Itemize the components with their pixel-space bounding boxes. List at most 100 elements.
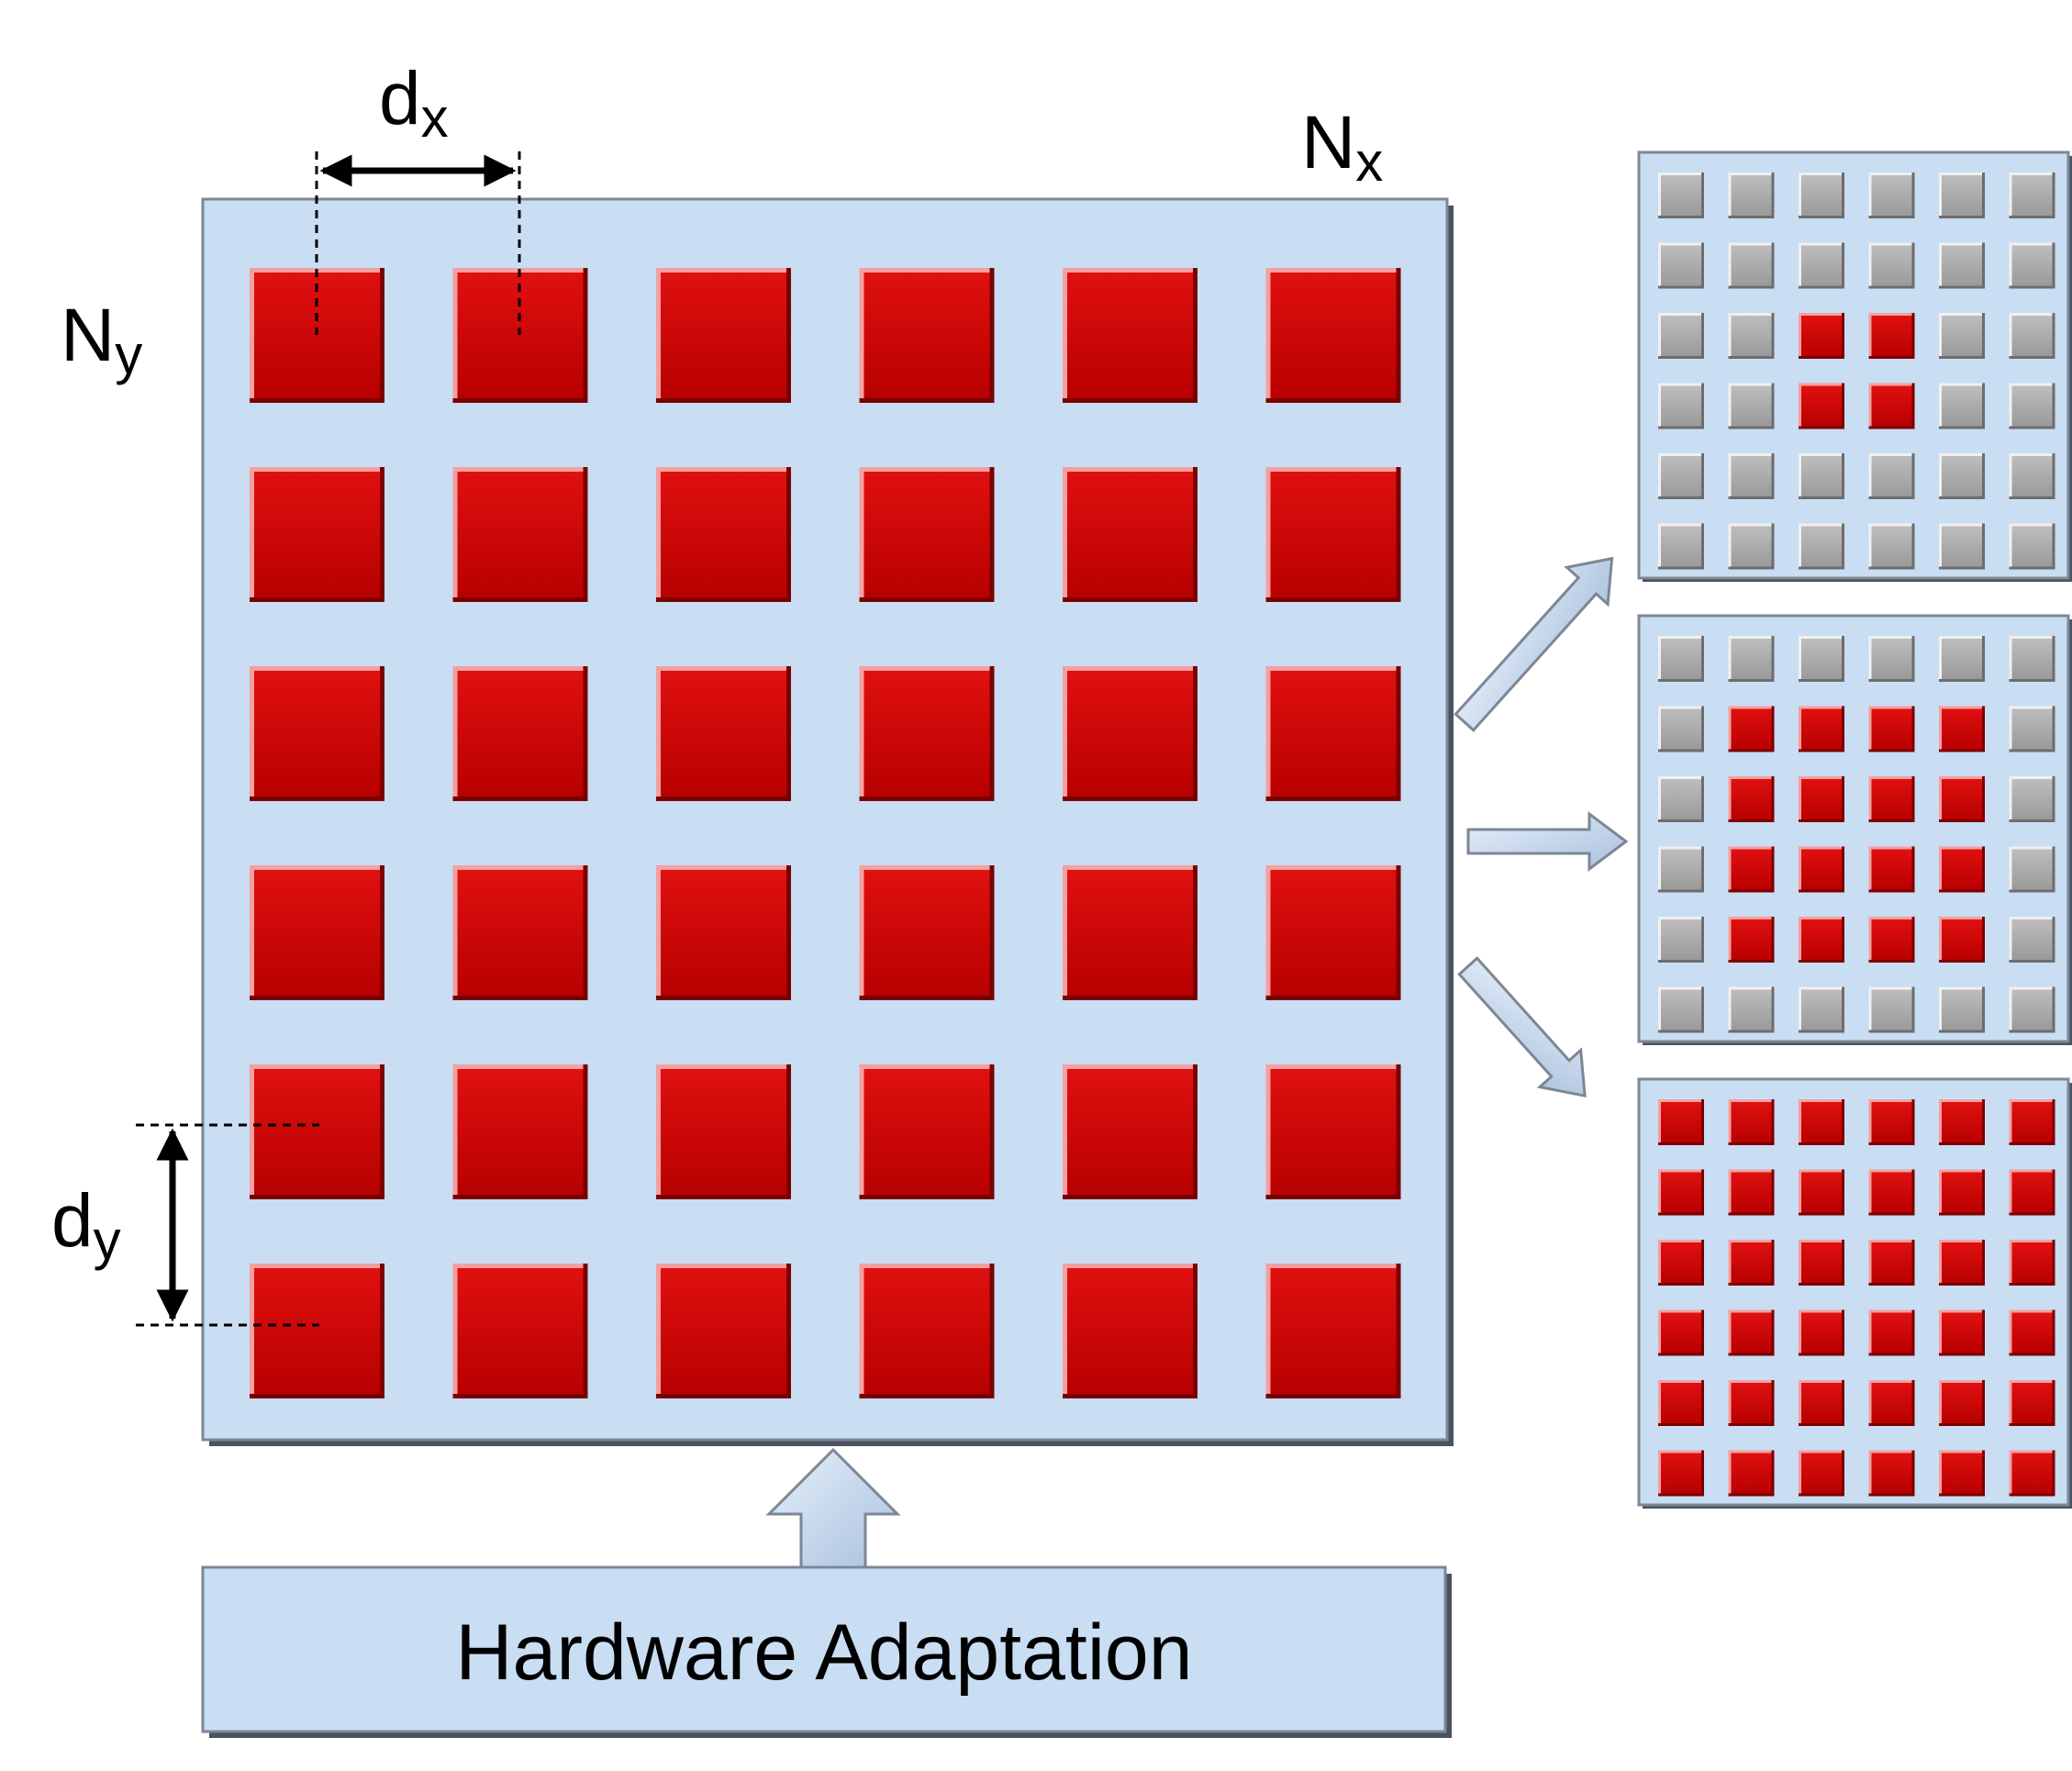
subarray-element-inactive xyxy=(2009,636,2055,682)
subarray-element-inactive-face xyxy=(1942,245,1982,286)
main-array xyxy=(201,197,1454,1446)
subarray-element-inactive-face xyxy=(2011,385,2053,427)
dx-annotation: dx xyxy=(315,57,521,335)
subarray-element-inactive xyxy=(1799,636,1844,682)
subarray-element-active xyxy=(1658,1099,1704,1145)
subarray-1 xyxy=(1637,150,2072,582)
array-element-face xyxy=(863,273,990,398)
subarrays xyxy=(1637,150,2072,1509)
subarray-element-active xyxy=(1799,1450,1844,1497)
subarray-element-active-face xyxy=(1871,1102,1912,1142)
subarray-element-inactive-face xyxy=(1871,175,1912,216)
arrow-3-shape xyxy=(1457,956,1587,1098)
subarray-element-active-face xyxy=(1871,779,1912,819)
array-element-face xyxy=(457,472,584,597)
subarray-element-active xyxy=(1868,1450,1915,1497)
array-element xyxy=(859,1264,995,1398)
array-element xyxy=(1265,666,1401,801)
array-element xyxy=(656,1264,791,1398)
subarray-element-inactive xyxy=(2009,523,2055,570)
subarray-element-active xyxy=(1939,706,1985,752)
subarray-element-inactive-face xyxy=(2011,456,2053,496)
subarray-element-inactive-face xyxy=(1942,456,1982,496)
subarray-element-active-face xyxy=(1731,1312,1772,1353)
dy-label: dy xyxy=(51,1179,121,1271)
array-element-face xyxy=(1067,1069,1193,1195)
subarray-element-active-face xyxy=(1871,1242,1912,1283)
subarray-element-inactive xyxy=(2009,173,2055,218)
subarray-element-active-face xyxy=(1801,708,1842,750)
array-element-face xyxy=(1270,671,1397,796)
subarray-element-active xyxy=(1799,1240,1844,1286)
subarray-element-active xyxy=(1728,1240,1775,1286)
subarray-element-inactive xyxy=(2009,846,2055,893)
array-element xyxy=(1265,1264,1401,1398)
array-element-face xyxy=(457,671,584,796)
subarray-element-inactive xyxy=(1939,453,1985,499)
array-element xyxy=(250,666,384,801)
array-element xyxy=(452,467,588,602)
array-element xyxy=(1063,467,1198,602)
array-element-face xyxy=(457,870,584,996)
subarray-element-inactive xyxy=(1658,846,1704,893)
subarray-3 xyxy=(1637,1077,2072,1509)
subarray-element-active xyxy=(1799,1309,1844,1356)
array-element xyxy=(1265,1064,1401,1199)
array-element xyxy=(452,865,588,1000)
subarray-element-inactive-face xyxy=(1871,526,1912,567)
subarray-element-active xyxy=(1868,1309,1915,1356)
subarray-element-active xyxy=(1799,383,1844,429)
subarray-element-active xyxy=(1728,1380,1775,1426)
dx-label: dx xyxy=(379,57,449,149)
subarray-element-active-face xyxy=(1871,1453,1912,1494)
subarray-element-active-face xyxy=(1801,316,1842,356)
array-element xyxy=(250,1064,384,1199)
array-element xyxy=(859,1064,995,1199)
subarray-element-inactive xyxy=(1868,636,1915,682)
array-element-face xyxy=(1067,273,1193,398)
subarray-element-active-face xyxy=(1801,1383,1842,1423)
array-element-face xyxy=(457,1069,584,1195)
up-arrow xyxy=(765,1447,901,1569)
array-element xyxy=(1265,467,1401,602)
subarray-element-inactive-face xyxy=(1942,175,1982,216)
subarray-element-active xyxy=(1868,1240,1915,1286)
subarray-element-active-face xyxy=(1731,1242,1772,1283)
subarray-element-inactive xyxy=(1658,986,1704,1033)
subarray-element-inactive-face xyxy=(1871,639,1912,679)
subarray-element-inactive-face xyxy=(2011,989,2053,1030)
subarray-element-inactive xyxy=(1728,986,1775,1033)
subarray-element-inactive-face xyxy=(1731,245,1772,286)
subarray-element-active xyxy=(1868,846,1915,893)
subarray-element-inactive-face xyxy=(2011,175,2053,216)
subarray-element-active xyxy=(1939,1240,1985,1286)
subarray-element-inactive xyxy=(1728,453,1775,499)
array-element xyxy=(250,467,384,602)
subarray-element-inactive xyxy=(1939,636,1985,682)
subarray-element-inactive-face xyxy=(2011,919,2053,960)
subarray-element-inactive-face xyxy=(1942,989,1982,1030)
array-element-face xyxy=(1270,273,1397,398)
subarray-element-active-face xyxy=(1942,919,1982,960)
subarray-element-active-face xyxy=(1731,708,1772,750)
subarray-element-active xyxy=(1939,776,1985,822)
array-element-face xyxy=(254,671,380,796)
array-element xyxy=(1063,1064,1198,1199)
subarray-element-active-face xyxy=(1942,1453,1982,1494)
ny-label: Ny xyxy=(61,294,142,385)
subarray-element-active-face xyxy=(1801,779,1842,819)
array-element-face xyxy=(863,472,990,597)
array-element xyxy=(656,467,791,602)
subarray-element-inactive-face xyxy=(2011,316,2053,356)
subarray-element-active-face xyxy=(1871,385,1912,427)
subarray-element-active xyxy=(1868,383,1915,429)
arrow-2-shape xyxy=(1466,811,1629,872)
subarray-element-active-face xyxy=(2011,1172,2053,1213)
subarray-element-inactive xyxy=(1728,173,1775,218)
subarray-element-inactive xyxy=(2009,917,2055,963)
subarray-element-inactive-face xyxy=(1731,385,1772,427)
subarray-element-active xyxy=(1799,313,1844,359)
subarray-element-inactive-face xyxy=(1801,175,1842,216)
subarray-element-inactive xyxy=(1658,776,1704,822)
nx-label: Nx xyxy=(1301,101,1383,193)
